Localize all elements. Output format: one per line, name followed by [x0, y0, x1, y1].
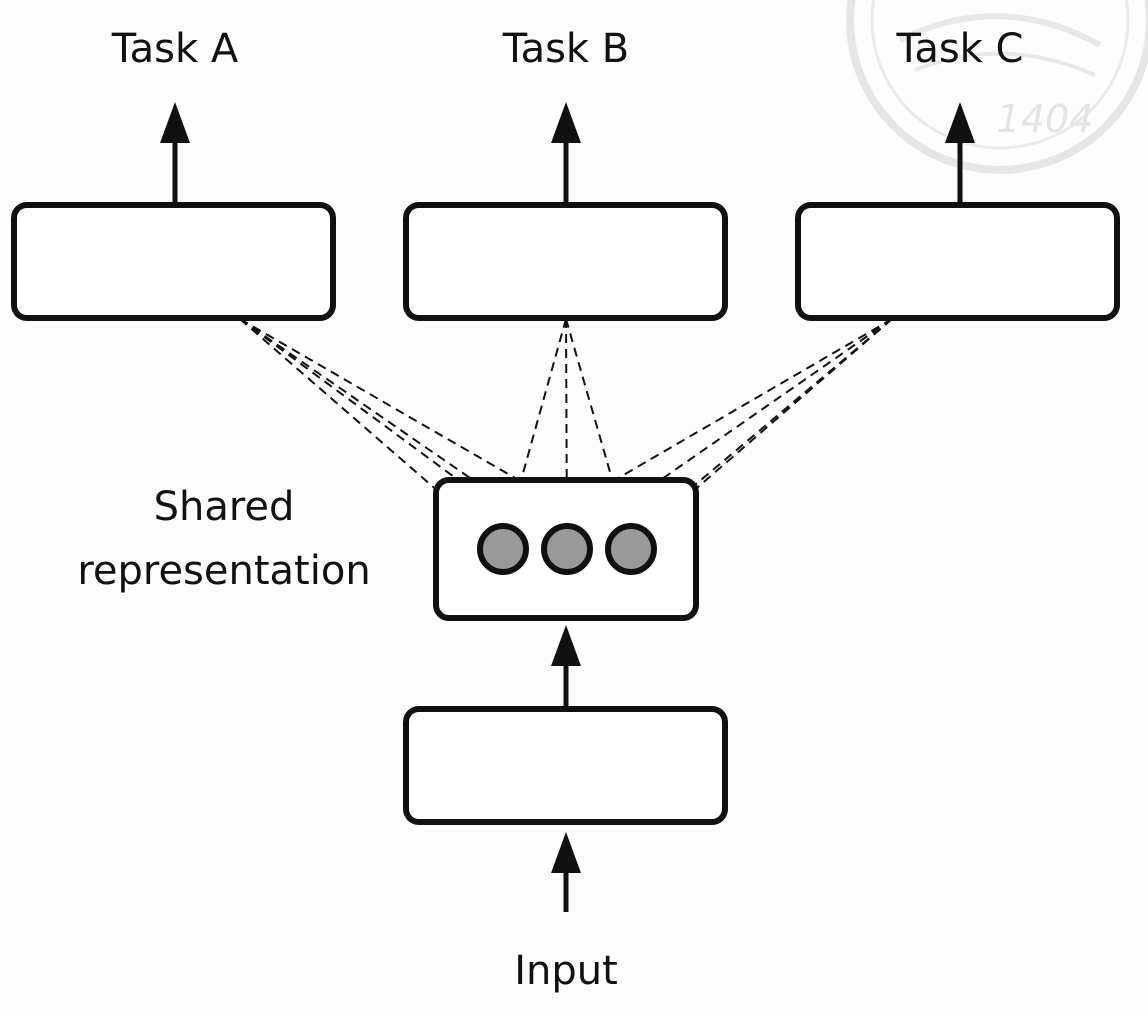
task-b-output-arrow [551, 102, 581, 202]
shared-unit-1 [477, 523, 529, 575]
task-c-output-arrow [945, 102, 975, 202]
shared-label-line1: Shared [154, 484, 295, 530]
input-to-shared-arrow [551, 625, 581, 706]
task-c-box [795, 202, 1120, 321]
task-b-label: Task B [502, 26, 629, 72]
watermark-year: 1404 [997, 97, 1094, 141]
watermark-seal: 1404 [846, 0, 1148, 174]
task-a-box [11, 202, 336, 321]
shared-unit-2 [541, 523, 593, 575]
input-arrow [551, 832, 581, 912]
task-b-box [403, 202, 728, 321]
task-a-output-arrow [160, 102, 190, 202]
task-c-label: Task C [896, 26, 1024, 72]
task-a-label: Task A [111, 26, 239, 72]
shared-unit-3 [605, 523, 657, 575]
input-label: Input [514, 948, 618, 994]
input-layer-box [403, 706, 728, 825]
shared-label-line2: representation [77, 548, 370, 594]
